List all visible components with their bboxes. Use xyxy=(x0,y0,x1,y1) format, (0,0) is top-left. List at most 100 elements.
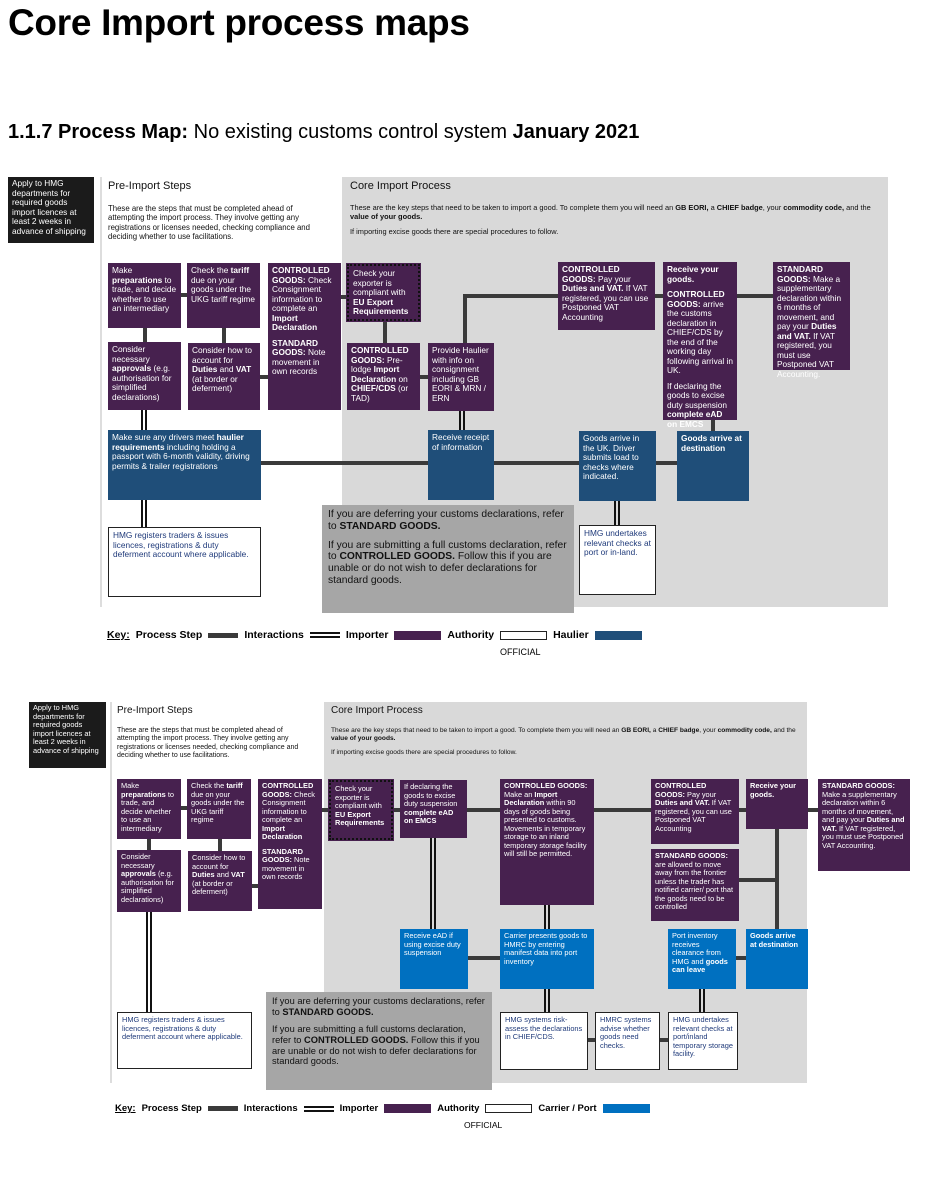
interaction-line xyxy=(141,500,147,527)
core-import-description: These are the key steps that need to be … xyxy=(350,203,880,243)
legend-interactions: Interactions xyxy=(243,1103,298,1114)
step-check-consignment: CONTROLLED GOODS: Check Consignment info… xyxy=(268,263,341,410)
text: Follow this if you are unable or do not … xyxy=(328,551,552,587)
step-complete-ead: If declaring the goods to excise duty su… xyxy=(400,780,467,838)
bold-text: CONTROLLED GOODS: xyxy=(562,264,620,284)
step-carrier-presents-goods: Carrier presents goods to HMRC by enteri… xyxy=(500,929,594,989)
paragraph: Provide Haulier with info on consignment… xyxy=(432,345,490,403)
text: Receive eAD if using excise duty suspens… xyxy=(404,931,461,958)
bold-text: Import Declaration xyxy=(351,364,400,384)
bold-text: EU Export Requirements xyxy=(353,296,409,317)
step-consider-approvals: Consider necessary approvals (e.g. autho… xyxy=(108,342,181,410)
text: HMG registers traders & issues licences,… xyxy=(122,1015,243,1042)
legend-authority: Authority xyxy=(437,1103,480,1114)
authority-hmrc-advise: HMRC systems advise whether goods need c… xyxy=(595,1012,660,1070)
bold-text: STANDARD GOODS: xyxy=(272,337,318,358)
step-check-exporter: Check your exporter is compliant with EU… xyxy=(346,263,421,322)
text: Consider how to account for xyxy=(192,853,246,871)
text: HMG registers traders & issues licences,… xyxy=(113,530,249,560)
process-line xyxy=(775,829,779,929)
text: (or TAD) xyxy=(351,383,409,403)
bold-text: CONTROLLED GOODS. xyxy=(304,1035,409,1046)
step-make-import-declaration: CONTROLLED GOODS: Make an Import Declara… xyxy=(500,779,594,905)
text: If declaring the goods to excise duty su… xyxy=(404,782,458,809)
process-line xyxy=(655,294,663,298)
interactions-swatch xyxy=(309,632,340,638)
text: , your xyxy=(699,727,718,734)
authority-hmg-registers: HMG registers traders & issues licences,… xyxy=(117,1012,252,1069)
process-step-swatch xyxy=(207,1106,238,1111)
paragraph: If declaring the goods to excise duty su… xyxy=(667,380,733,430)
paragraph: Make preparations to trade, and decide w… xyxy=(121,781,177,833)
process-line xyxy=(393,808,400,812)
bold-text: January 2021 xyxy=(512,121,640,143)
authority-swatch xyxy=(500,630,548,640)
text: , your xyxy=(762,203,784,212)
text: and the xyxy=(844,203,871,212)
text: If VAT registered, you can use Postponed… xyxy=(655,798,732,833)
text: Make a supplementary declaration within … xyxy=(777,273,842,332)
authority-hmg-registers: HMG registers traders & issues licences,… xyxy=(108,527,261,597)
paragraph: Check your exporter is compliant with EU… xyxy=(353,268,414,317)
legend-importer: Importer xyxy=(339,1103,379,1114)
text: (e.g. authorisation for simplified decla… xyxy=(121,869,174,904)
paragraph: Consider necessary approvals (e.g. autho… xyxy=(121,852,177,904)
text: Consider necessary xyxy=(121,852,155,870)
text: and xyxy=(217,364,236,375)
paragraph: STANDARD GOODS: Note movement in own rec… xyxy=(272,337,337,377)
importer-swatch xyxy=(394,630,442,640)
paragraph: CONTROLLED GOODS: Make an Import Declara… xyxy=(504,781,590,859)
bold-text: Duties xyxy=(192,870,215,880)
text: a xyxy=(650,727,659,734)
paragraph: Check the tariff due on your goods under… xyxy=(191,781,247,825)
text: Goods arrive in the UK. Driver submits l… xyxy=(583,433,640,482)
process-line xyxy=(463,294,558,298)
step-receive-goods: Receive your goods.CONTROLLED GOODS: arr… xyxy=(663,262,737,429)
text: Note movement in own records xyxy=(262,855,310,882)
bold-text: commodity code, xyxy=(717,727,772,734)
bold-text: VAT xyxy=(235,364,252,375)
pre-import-heading: Pre-Import Steps xyxy=(117,705,193,716)
bold-text: STANDARD GOODS: xyxy=(262,846,303,865)
process-line xyxy=(588,1038,595,1042)
text: HMG systems risk-assess the declarations… xyxy=(505,1015,583,1042)
legend-importer: Importer xyxy=(345,629,389,641)
process-line xyxy=(147,839,151,850)
bold-text: tariff xyxy=(226,781,243,790)
text: If declaring the goods to excise duty su… xyxy=(667,380,727,410)
bold-text: Import Declaration xyxy=(272,312,318,333)
bold-text: commodity code, xyxy=(783,203,845,212)
text: HMRC systems advise whether goods need c… xyxy=(600,1015,652,1050)
bold-text: approvals xyxy=(112,363,152,374)
text: Pay your xyxy=(684,789,717,799)
bold-text: preparations xyxy=(112,274,163,285)
step-supplementary-declaration: STANDARD GOODS: Make a supplementary dec… xyxy=(773,262,850,379)
text: Port inventory receives clearance from H… xyxy=(672,931,721,966)
interaction-line xyxy=(459,411,465,430)
process-line xyxy=(463,294,467,343)
text: If importing excise goods there are spec… xyxy=(331,748,517,756)
bold-text: value of your goods. xyxy=(331,734,396,742)
bold-text: Duties and VAT. xyxy=(777,321,837,341)
text: (at border or deferment) xyxy=(192,878,233,897)
text: If importing excise goods there are spec… xyxy=(350,226,559,236)
text: including holding a passport with 6-mont… xyxy=(112,441,250,471)
legend-label: Key: xyxy=(107,629,130,641)
text: HMG undertakes relevant checks at port/i… xyxy=(673,1015,733,1059)
text: These are the steps that must be complet… xyxy=(108,204,310,242)
text: Pre-lodge xyxy=(351,354,403,375)
text: Check Consignment information to complet… xyxy=(272,274,332,314)
paragraph: These are the key steps that need to be … xyxy=(350,203,880,222)
process-step-swatch xyxy=(208,632,239,638)
step-account-duties-vat: Consider how to account for Duties and V… xyxy=(188,851,252,911)
bold-text: CHIEF badge xyxy=(658,727,700,734)
paragraph: Carrier presents goods to HMRC by enteri… xyxy=(504,931,590,966)
paragraph: Consider how to account for Duties and V… xyxy=(192,853,248,897)
process-line xyxy=(260,375,268,379)
bold-text: EU Export Requirements xyxy=(335,809,385,828)
bold-text: CONTROLLED GOODS: xyxy=(655,781,707,799)
legend-authority: Authority xyxy=(447,629,495,641)
step-standard-goods-move: STANDARD GOODS: are allowed to move away… xyxy=(651,849,739,921)
text: If VAT registered, you can use Postponed… xyxy=(562,283,649,322)
page-title: Core Import process maps xyxy=(8,2,470,43)
